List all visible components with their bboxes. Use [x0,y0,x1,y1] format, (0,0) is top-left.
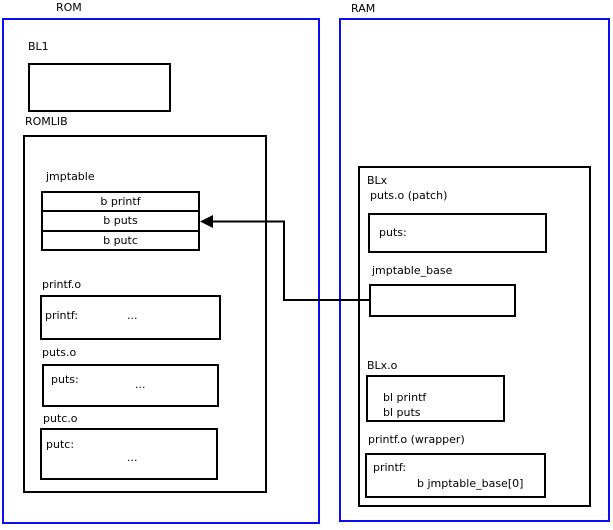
printf-symbol: printf: [45,309,79,322]
printf-ellipsis: ... [127,309,138,322]
jmptable-base-box [369,284,516,317]
rom-label: ROM [56,1,82,14]
puts-patch-symbol: puts: [379,226,407,239]
jmptable-box: b printf b puts b putc [41,191,200,251]
puts-o-box: puts: ... [42,364,219,407]
blx-o-label: BLx.o [367,359,398,372]
putc-o-box: putc: ... [40,428,218,480]
jmptable-entry-printf: b printf [100,195,141,209]
printf-wrapper-branch: b jmptable_base[0] [417,477,524,490]
puts-symbol: puts: [51,373,79,386]
puts-patch-label: puts.o (patch) [370,189,448,202]
putc-ellipsis: ... [127,451,138,464]
printf-wrapper-symbol: printf: [373,461,407,474]
printf-o-label: printf.o [42,278,82,291]
blx-o-line-puts: bl puts [383,406,421,419]
jmptable-entry-puts: b puts [43,210,198,229]
printf-o-box: printf: ... [40,295,221,340]
ram-label: RAM [351,2,376,15]
printf-wrapper-label: printf.o (wrapper) [368,433,465,446]
romlib-label: ROMLIB [25,115,68,128]
puts-o-label: puts.o [42,346,77,359]
jmptable-entry-putc: b putc [43,229,198,249]
blx-o-box: bl printf bl puts [366,375,505,422]
putc-symbol: putc: [46,438,75,451]
puts-ellipsis: ... [135,378,146,391]
jmptable-base-label: jmptable_base [372,264,453,277]
blx-label: BLx [367,174,388,187]
printf-wrapper-box: printf: b jmptable_base[0] [365,453,546,498]
bl1-box [28,63,171,112]
bl1-label: BL1 [28,40,49,53]
puts-patch-box: puts: [368,213,547,253]
putc-o-label: putc.o [43,412,78,425]
blx-o-line-printf: bl printf [383,391,427,404]
jmptable-label: jmptable [46,170,95,183]
